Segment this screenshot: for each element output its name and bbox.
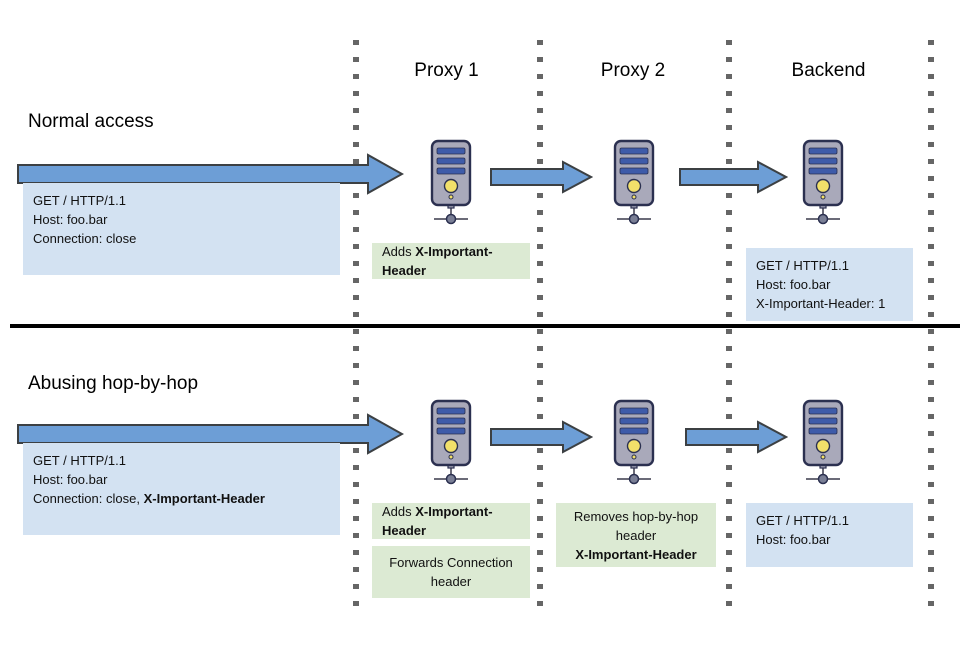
request-line: Host: foo.bar — [33, 472, 108, 487]
note-box-proxy1-bottom-1: Adds X-Important-Header — [372, 503, 530, 539]
note-box-proxy1-top: Adds X-Important-Header — [372, 243, 530, 279]
request-line: Host: foo.bar — [756, 532, 831, 547]
request-line: GET / HTTP/1.1 — [33, 453, 126, 468]
request-line: X-Important-Header: 1 — [756, 296, 886, 311]
server-icon-proxy-1-top — [421, 136, 481, 226]
request-line: Connection: close, X-Important-Header — [33, 491, 265, 506]
backend-request-box-top: GET / HTTP/1.1 Host: foo.bar X-Important… — [746, 248, 913, 321]
section-title-abusing-hop-by-hop: Abusing hop-by-hop — [28, 373, 199, 394]
client-request-box-bottom: GET / HTTP/1.1 Host: foo.bar Connection:… — [23, 443, 340, 535]
request-line: GET / HTTP/1.1 — [33, 193, 126, 208]
hop-arrow-proxy1-to-proxy2-top — [489, 160, 593, 194]
note-text: Forwards Connection header — [389, 555, 513, 589]
request-line: Host: foo.bar — [756, 277, 831, 292]
client-request-box-top: GET / HTTP/1.1 Host: foo.bar Connection:… — [23, 183, 340, 275]
note-box-proxy1-bottom-2: Forwards Connection header — [372, 546, 530, 598]
hop-arrow-proxy1-to-proxy2-bottom — [489, 420, 593, 454]
request-line: GET / HTTP/1.1 — [756, 258, 849, 273]
request-line: Connection: close — [33, 231, 137, 246]
server-icon-proxy-2-bottom — [604, 396, 664, 486]
hop-arrow-proxy2-to-backend-bottom — [684, 420, 788, 454]
server-icon-proxy-2-top — [604, 136, 664, 226]
server-icon-proxy-1-bottom — [421, 396, 481, 486]
section-title-normal-access: Normal access — [28, 111, 154, 132]
server-icon-backend-bottom — [793, 396, 853, 486]
request-line: GET / HTTP/1.1 — [756, 513, 849, 528]
column-title-proxy-2: Proxy 2 — [600, 60, 666, 81]
hop-arrow-proxy2-to-backend-top — [678, 160, 788, 194]
request-line: Host: foo.bar — [33, 212, 108, 227]
column-title-backend: Backend — [791, 60, 866, 81]
note-text: Adds X-Important-Header — [382, 504, 493, 538]
column-title-proxy-1: Proxy 1 — [414, 60, 479, 81]
section-divider — [10, 324, 960, 328]
note-text: Adds X-Important-Header — [382, 244, 493, 278]
backend-request-box-bottom: GET / HTTP/1.1 Host: foo.bar — [746, 503, 913, 567]
server-icon-backend-top — [793, 136, 853, 226]
